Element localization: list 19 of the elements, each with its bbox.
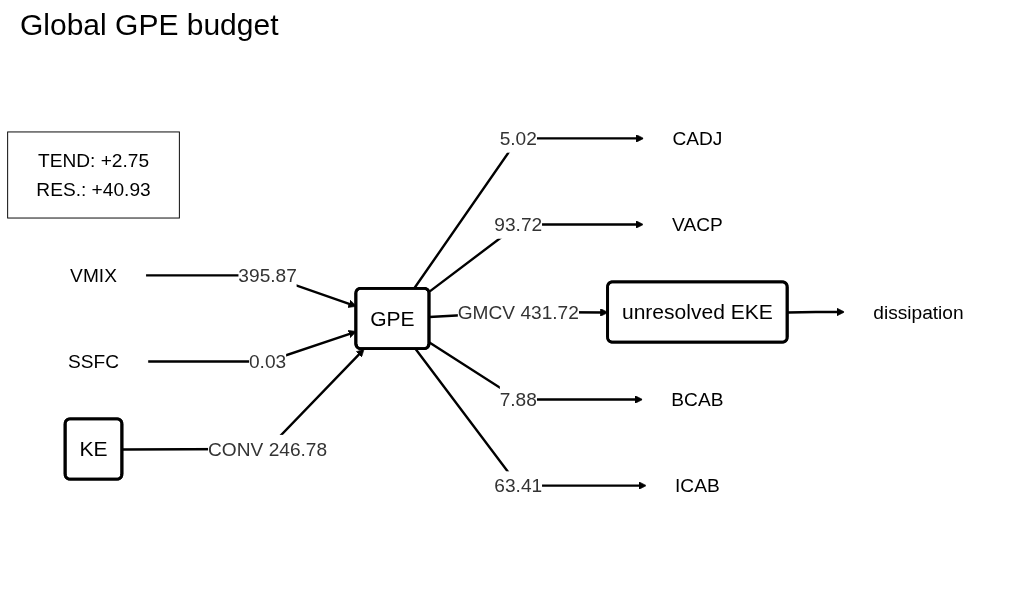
edge-label: 7.88 <box>499 388 537 411</box>
edge-label: 5.02 <box>499 127 537 149</box>
node-text: ICAB <box>675 475 720 497</box>
edge-label: 93.72 <box>494 213 543 236</box>
node-text: CADJ <box>672 127 723 149</box>
diagram-title: Global GPE budget <box>20 8 280 42</box>
node-text: VMIX <box>70 264 117 286</box>
edge-label: 395.87 <box>238 264 297 286</box>
node-text: VACP <box>672 213 723 236</box>
node-text: BCAB <box>671 388 724 411</box>
arrow <box>414 348 647 490</box>
node-text: SSFC <box>68 350 120 373</box>
edge-label: 63.41 <box>494 475 543 497</box>
node-box: TEND: +2.75 RES.: +40.93 <box>7 131 180 219</box>
edge-label: GMCV 431.72 <box>457 301 579 323</box>
arrow <box>787 307 845 317</box>
edge-label: 0.03 <box>248 350 287 373</box>
node-text: dissipation <box>873 301 964 323</box>
edge-label: CONV 246.78 <box>208 438 328 460</box>
